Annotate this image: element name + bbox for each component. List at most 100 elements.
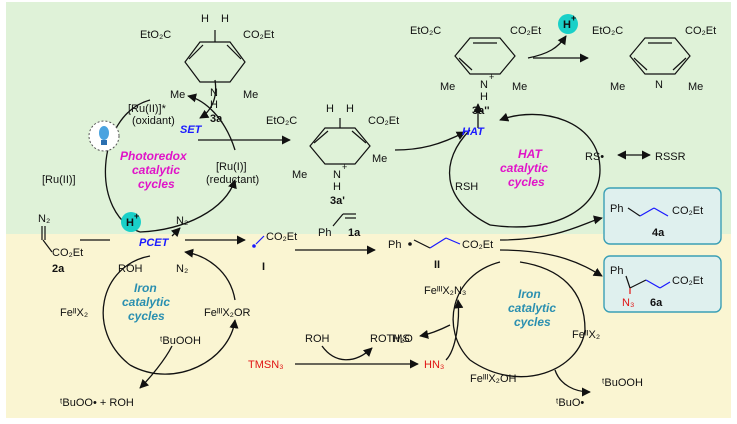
ester-left: EtO₂C (140, 29, 171, 41)
roh-azide: ROH (305, 333, 330, 345)
iron-left-cycle-l1: Iron (134, 281, 157, 295)
charge-plus: + (342, 162, 347, 172)
iron-right-cycle-l2: catalytic (508, 301, 556, 315)
iron-left-cycle-l3: cycles (128, 309, 165, 323)
methyl-left: Me (440, 81, 455, 93)
photoredox-cycle-l1: Photoredox (120, 149, 188, 163)
hat-arc-top (499, 112, 601, 171)
nh-hydrogen: H (333, 181, 341, 193)
light-bulb-icon (88, 120, 120, 152)
set-input-arrow (199, 79, 217, 119)
tbuo-release-arrow (554, 369, 591, 397)
nh-hydrogen: H (210, 99, 218, 111)
diazo-n2: N₂ (38, 213, 50, 225)
ester-right: CO₂Et (510, 25, 541, 37)
label-II: II (434, 259, 440, 271)
radical-II: Ph CO₂Et II (388, 237, 493, 271)
ru-excited: [Ru(II)]* (128, 103, 167, 115)
hat-input-arrow (394, 131, 466, 151)
radical-ester: CO₂Et (266, 231, 297, 243)
methyl-right: Me (372, 153, 387, 165)
label-4a: 4a (652, 227, 665, 239)
ester-right: CO₂Et (243, 29, 274, 41)
proton-release-arrow (527, 35, 567, 59)
fe-ii-right: FeᴵᴵX₂ (572, 329, 600, 341)
proton-bubble-pcet: H + (121, 211, 141, 232)
fe-ii-left: FeᴵᴵX₂ (60, 307, 88, 319)
fe-iii-oh: FeᴵᴵᴵX₂OH (470, 373, 517, 385)
set-label: SET (180, 124, 203, 136)
iron-left-arc-bottom (129, 319, 239, 375)
product-6a-azide: N₃ (622, 297, 634, 309)
h-atom: H (221, 13, 229, 25)
styrene-1a: Ph 1a (318, 213, 361, 239)
ester-right: CO₂Et (368, 115, 399, 127)
product-box-4a: Ph CO₂Et 4a (603, 187, 722, 245)
hn3: HN₃ (424, 359, 444, 371)
styrene-ph: Ph (318, 227, 331, 239)
tbuoo-release-arrow (139, 345, 173, 389)
proton-bubble-top: H + (558, 13, 578, 34)
hat-cycle-l1: HAT (518, 147, 543, 161)
hn3-to-fe-arrow (445, 299, 464, 361)
radical-ii-ph: Ph (388, 239, 401, 251)
iron-right-arc-bottom (469, 329, 586, 378)
methyl-left: Me (170, 89, 185, 101)
radical-ii-ester: CO₂Et (462, 239, 493, 251)
iron-right-cycle-l1: Iron (518, 287, 541, 301)
arrow-to-6a (499, 249, 603, 277)
n2-bottom: N₂ (176, 263, 188, 275)
iron-right-cycle-l3: cycles (514, 315, 551, 329)
molecule-3a: H H EtO₂C CO₂Et Me Me N H 3a (140, 13, 274, 125)
ester-left: EtO₂C (266, 115, 297, 127)
nitrogen: N (480, 79, 488, 91)
tbuooh-right: ᵗBuOOH (602, 377, 643, 389)
product-4a-ester: CO₂Et (672, 205, 703, 217)
molecule-pyridine: EtO₂C CO₂Et Me Me N (592, 25, 716, 93)
fe-iii-or: FeᴵᴵᴵX₂OR (204, 307, 251, 319)
svg-text:+: + (571, 13, 576, 23)
label-3a-prime: 3a' (330, 195, 345, 207)
iron-right-arc-top (519, 261, 586, 331)
hat-cycle-l2: catalytic (500, 161, 548, 175)
nitrogen: N (333, 169, 341, 181)
ru-ground: [Ru(II)] (42, 174, 76, 186)
product-box-6a: Ph CO₂Et N₃ 6a (603, 255, 722, 313)
svg-text:+: + (134, 211, 139, 221)
methyl-right: Me (688, 81, 703, 93)
reductant-label: (reductant) (206, 174, 259, 186)
charge-plus: + (489, 72, 494, 82)
thiol: RSH (455, 181, 478, 193)
label-2a: 2a (52, 263, 65, 275)
photoredox-cycle-l2: catalytic (132, 163, 180, 177)
disulfide: RSSR (655, 151, 686, 163)
h-atom: H (326, 103, 334, 115)
tbuooh-left: ᵗBuOOH (160, 335, 201, 347)
diazo-ester: CO₂Et (52, 247, 83, 259)
hat-arc-left (448, 129, 491, 226)
svg-text:H: H (126, 217, 134, 229)
svg-text:H: H (563, 19, 571, 31)
h-atom: H (201, 13, 209, 25)
hat-cycle-l3: cycles (508, 175, 545, 189)
nitrogen: N (655, 79, 663, 91)
arrow-to-4a (499, 215, 603, 241)
roh-label: ROH (118, 263, 143, 275)
tbuo-radical: ᵗBuO• (556, 397, 584, 409)
methyl-right: Me (243, 89, 258, 101)
hat-arc-bottom (489, 169, 601, 228)
tbuoo-roh: ᵗBuOO• + ROH (60, 397, 134, 409)
pcet-label: PCET (139, 237, 170, 249)
n2-release-arrow (170, 227, 181, 238)
silyl-transfer-arrow (321, 345, 373, 361)
rotms: ROTMS (370, 333, 410, 345)
methyl-right: Me (512, 81, 527, 93)
photoredox-arc-right (187, 93, 236, 151)
iron-left-arc-right (184, 248, 236, 301)
diazo-compound-2a: N₂ CO₂Et 2a (38, 213, 83, 275)
label-1a: 1a (348, 227, 361, 239)
nh-hydrogen: H (480, 91, 488, 103)
label-3a: 3a (210, 113, 223, 125)
oxidant-label: (oxidant) (132, 115, 175, 127)
water: H₂O (392, 333, 413, 345)
